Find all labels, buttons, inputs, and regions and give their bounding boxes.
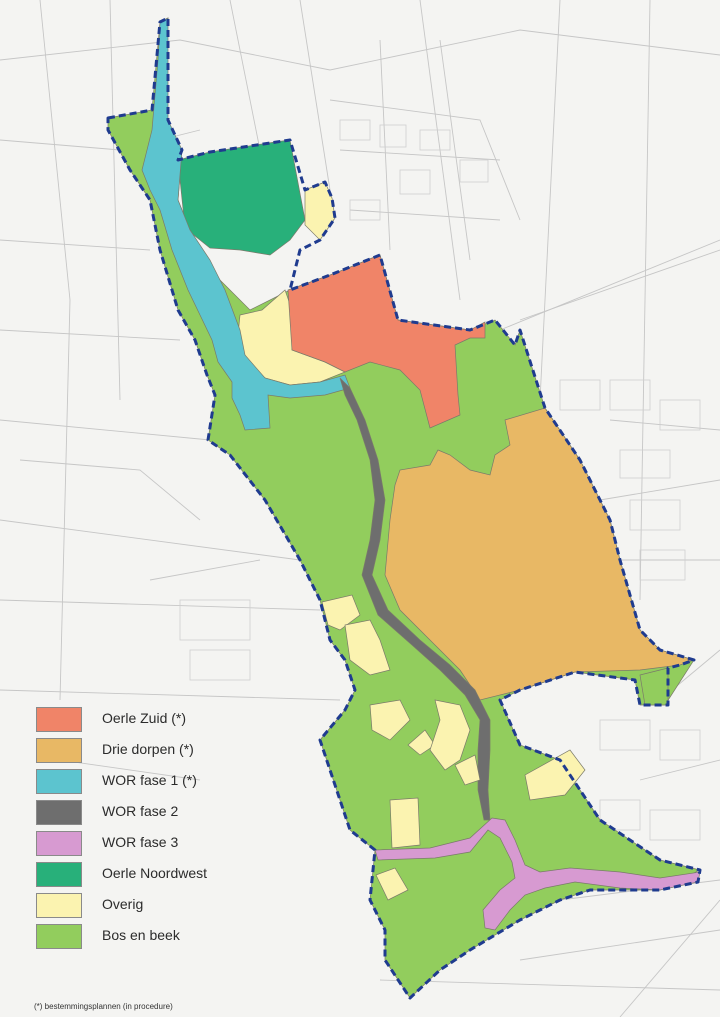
legend-footnote: (*) bestemmingsplannen (in procedure) — [34, 1002, 173, 1011]
legend-label: Drie dorpen (*) — [102, 741, 194, 757]
legend-swatch — [36, 769, 82, 794]
legend-swatch — [36, 893, 82, 918]
legend-swatch — [36, 924, 82, 949]
legend-item: Drie dorpen (*) — [36, 736, 296, 767]
legend-swatch — [36, 831, 82, 856]
legend-swatch — [36, 862, 82, 887]
legend-label: WOR fase 2 — [102, 803, 179, 819]
region-oerle-noordwest — [177, 139, 306, 256]
region-overig-f — [454, 754, 481, 786]
legend-item: Oerle Noordwest — [36, 860, 296, 891]
legend-item: Oerle Zuid (*) — [36, 705, 296, 736]
legend-label: Oerle Zuid (*) — [102, 710, 187, 726]
region-overig-top — [304, 181, 336, 241]
legend-item: WOR fase 3 — [36, 829, 296, 860]
legend-label: Overig — [102, 896, 144, 912]
region-wor-fase-1 — [141, 17, 351, 431]
region-wor-fase-3 — [374, 817, 701, 931]
plan-boundary — [106, 16, 702, 1000]
region-overig-i — [375, 867, 409, 901]
legend-label: Oerle Noordwest — [102, 865, 208, 881]
legend-item: WOR fase 2 — [36, 798, 296, 829]
region-overig-h — [389, 797, 421, 849]
legend-swatch — [36, 738, 82, 763]
legend-item: Overig — [36, 891, 296, 922]
legend-item: Bos en beek — [36, 922, 296, 953]
legend-label: WOR fase 3 — [102, 834, 179, 850]
legend-item: WOR fase 1 (*) — [36, 767, 296, 798]
legend-label: WOR fase 1 (*) — [102, 772, 197, 788]
region-overig-e — [429, 699, 471, 771]
legend-label: Bos en beek — [102, 927, 180, 943]
region-overig-a — [321, 594, 361, 631]
region-wor-fase-2 — [339, 377, 491, 821]
region-overig-c — [369, 699, 411, 741]
region-overig-g — [524, 749, 586, 801]
legend-swatch — [36, 800, 82, 825]
region-overig-b — [344, 619, 391, 676]
legend-swatch — [36, 707, 82, 732]
map-legend: Oerle Zuid (*) Drie dorpen (*) WOR fase 1 … — [36, 705, 296, 953]
